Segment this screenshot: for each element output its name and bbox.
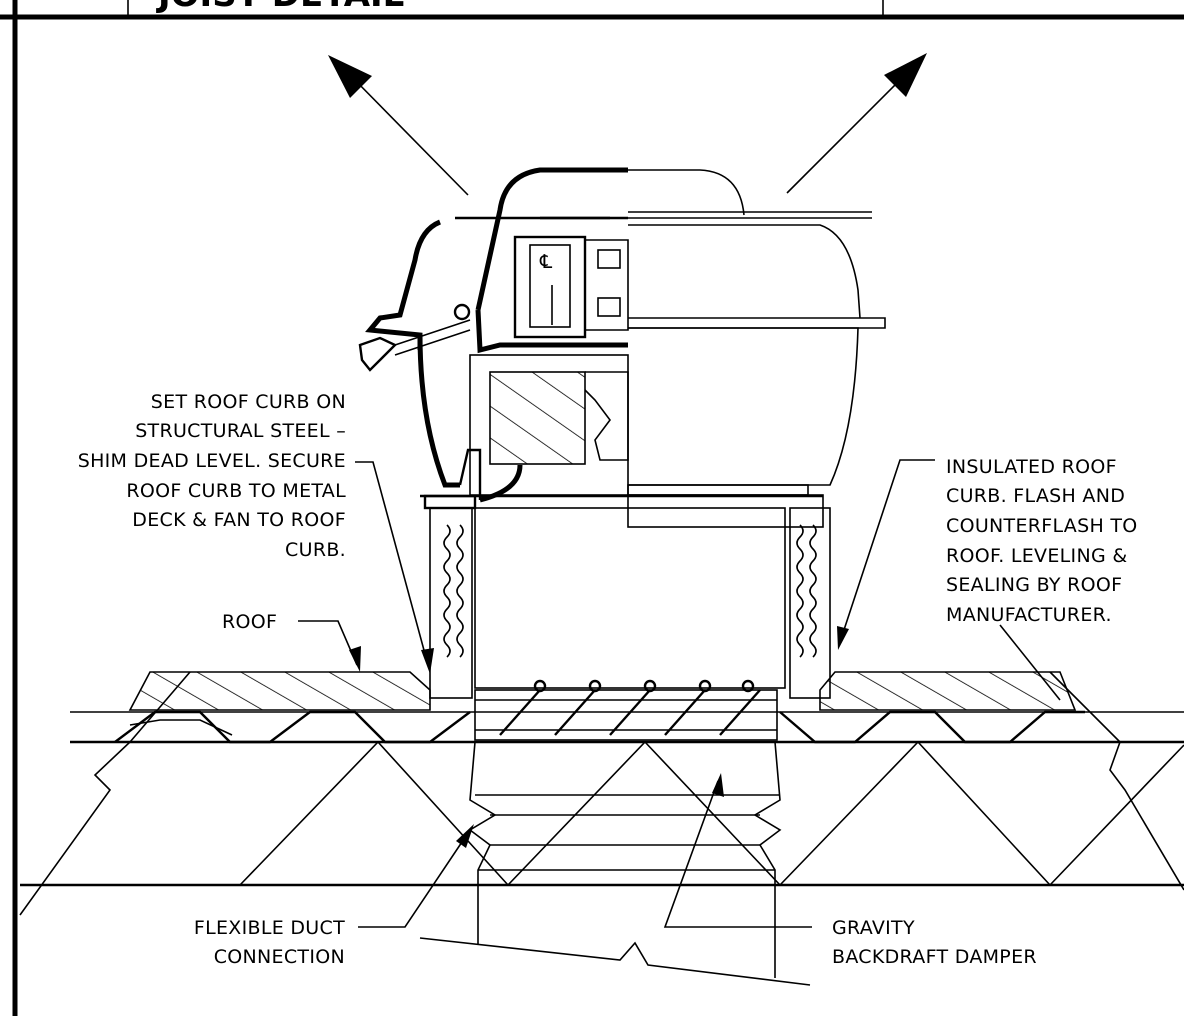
drawing-title: JOIST DETAIL: [156, 0, 404, 15]
label-roof: ROOF: [222, 611, 277, 633]
joist-webs: [239, 740, 1184, 887]
label-line: FLEXIBLE DUCT: [194, 917, 345, 939]
label-line: GRAVITY: [832, 917, 915, 939]
label-line: ROOF CURB TO METAL: [126, 480, 346, 502]
label-line: INSULATED ROOF: [946, 456, 1117, 478]
flexible-duct: [419, 741, 811, 986]
label-line: BACKDRAFT DAMPER: [832, 946, 1037, 968]
label-insulated-roof-curb: INSULATED ROOF CURB. FLASH AND COUNTERFL…: [946, 456, 1138, 626]
label-line: SET ROOF CURB ON: [151, 391, 346, 413]
label-line: STRUCTURAL STEEL –: [135, 420, 346, 442]
label-line: SEALING BY ROOF: [946, 574, 1122, 596]
centerline-symbol: ℄: [539, 251, 553, 273]
label-line: DECK & FAN TO ROOF: [132, 509, 346, 531]
label-line: COUNTERFLASH TO: [946, 515, 1138, 537]
label-set-roof-curb: SET ROOF CURB ON STRUCTURAL STEEL – SHIM…: [78, 391, 346, 561]
fan-hood-right: [627, 169, 886, 528]
label-flexible-duct: FLEXIBLE DUCT CONNECTION: [194, 917, 345, 968]
label-gravity-damper: GRAVITY BACKDRAFT DAMPER: [832, 917, 1037, 968]
label-line: CURB. FLASH AND: [946, 485, 1125, 507]
label-line: SHIM DEAD LEVEL. SECURE: [78, 450, 346, 472]
roof-deck: [19, 624, 1184, 916]
roof-curb: [423, 494, 831, 699]
fan-hood-left: ℄: [358, 167, 823, 503]
label-line: CURB.: [285, 539, 346, 561]
label-line: ROOF. LEVELING &: [946, 545, 1127, 567]
exhaust-arrows: [328, 53, 927, 196]
backdraft-damper: [474, 679, 778, 741]
leader-lines: [298, 459, 935, 928]
label-line: CONNECTION: [214, 946, 345, 968]
label-line: MANUFACTURER.: [946, 604, 1112, 626]
